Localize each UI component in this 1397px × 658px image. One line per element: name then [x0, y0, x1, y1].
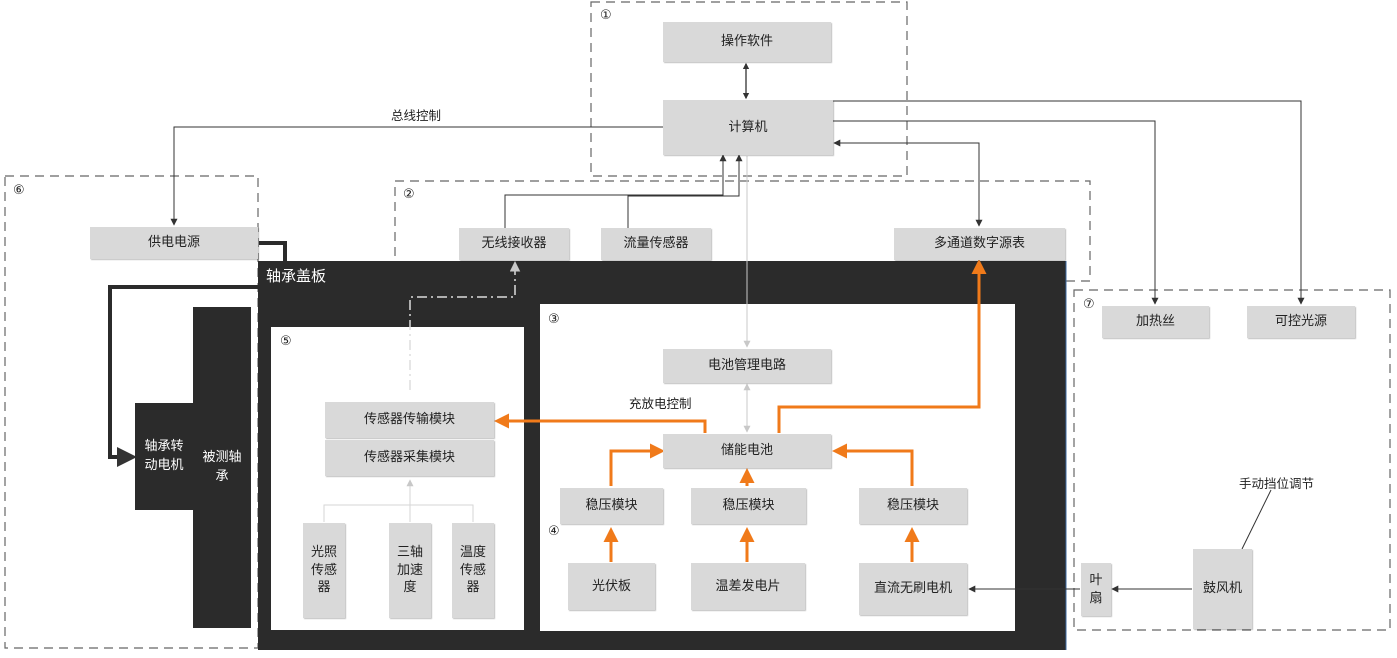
link-power-motor — [108, 241, 287, 467]
region-7-border — [1073, 289, 1391, 631]
link-reg3-battery — [832, 443, 914, 486]
region-5-label: ⑤ — [280, 334, 292, 349]
multichannel-meter-node: 多通道数字源表 — [894, 228, 1065, 260]
link-tx-wireless — [409, 260, 521, 390]
bearing-motor-node: 轴承转 动电机 — [135, 403, 193, 510]
region-1-label: ① — [600, 8, 612, 23]
link-computer-meter — [833, 139, 983, 227]
heater-wire-node: 加热丝 — [1102, 306, 1209, 338]
blower-node: 鼓风机 — [1193, 549, 1252, 629]
flow-sensor-node: 流量传感器 — [601, 228, 711, 260]
region-7-label: ⑦ — [1083, 297, 1095, 312]
link-wireless-computer — [504, 154, 727, 228]
computer-node: 计算机 — [663, 100, 833, 155]
software-node: 操作软件 — [663, 22, 831, 62]
bldc-motor-node: 直流无刷电机 — [859, 563, 967, 615]
manual-gear-label: 手动挡位调节 — [1239, 476, 1315, 491]
fan-blade-node: 叶 扇 — [1081, 563, 1111, 616]
regulator-node-2: 稳压模块 — [691, 488, 806, 524]
region-3-label: ③ — [548, 312, 560, 327]
pv-panel-node: 光伏板 — [568, 563, 655, 610]
link-computer-heater — [832, 120, 1159, 305]
link-computer-light — [832, 100, 1305, 305]
bus-control-label: 总线控制 — [391, 108, 442, 123]
leader-manual-gear — [1241, 489, 1272, 550]
controllable-light-node: 可控光源 — [1247, 306, 1355, 338]
region-2-label: ② — [403, 187, 415, 202]
regulator-node-1: 稳压模块 — [560, 488, 663, 524]
region-4-label: ④ — [548, 524, 560, 539]
power-supply-node: 供电电源 — [90, 227, 258, 259]
link-light-acq — [323, 504, 474, 522]
light-sensor-node: 光照 传感 器 — [303, 523, 345, 618]
region-6-label: ⑥ — [13, 183, 25, 198]
teg-node: 温差发电片 — [691, 563, 805, 610]
link-battery-meter — [777, 259, 987, 433]
battery-node: 储能电池 — [663, 434, 831, 468]
temp-sensor-node: 温度 传感 器 — [452, 523, 494, 618]
sensor-tx-node: 传感器传输模块 — [325, 402, 494, 438]
wireless-receiver-node: 无线接收器 — [459, 228, 569, 260]
link-reg1-battery — [609, 443, 665, 486]
tested-bearing-node: 被测轴 承 — [193, 307, 251, 628]
link-computer-power — [170, 126, 663, 226]
link-battery-tx — [494, 413, 707, 433]
charge-control-label: 充放电控制 — [629, 396, 692, 411]
region-1-border — [590, 1, 908, 177]
bms-node: 电池管理电路 — [663, 349, 831, 383]
link-flow-computer — [627, 154, 743, 228]
cover-plate-title: 轴承盖板 — [266, 267, 327, 285]
sensor-acq-node: 传感器采集模块 — [325, 440, 494, 476]
accel-sensor-node: 三轴 加速 度 — [389, 523, 431, 618]
regulator-node-3: 稳压模块 — [859, 488, 967, 524]
